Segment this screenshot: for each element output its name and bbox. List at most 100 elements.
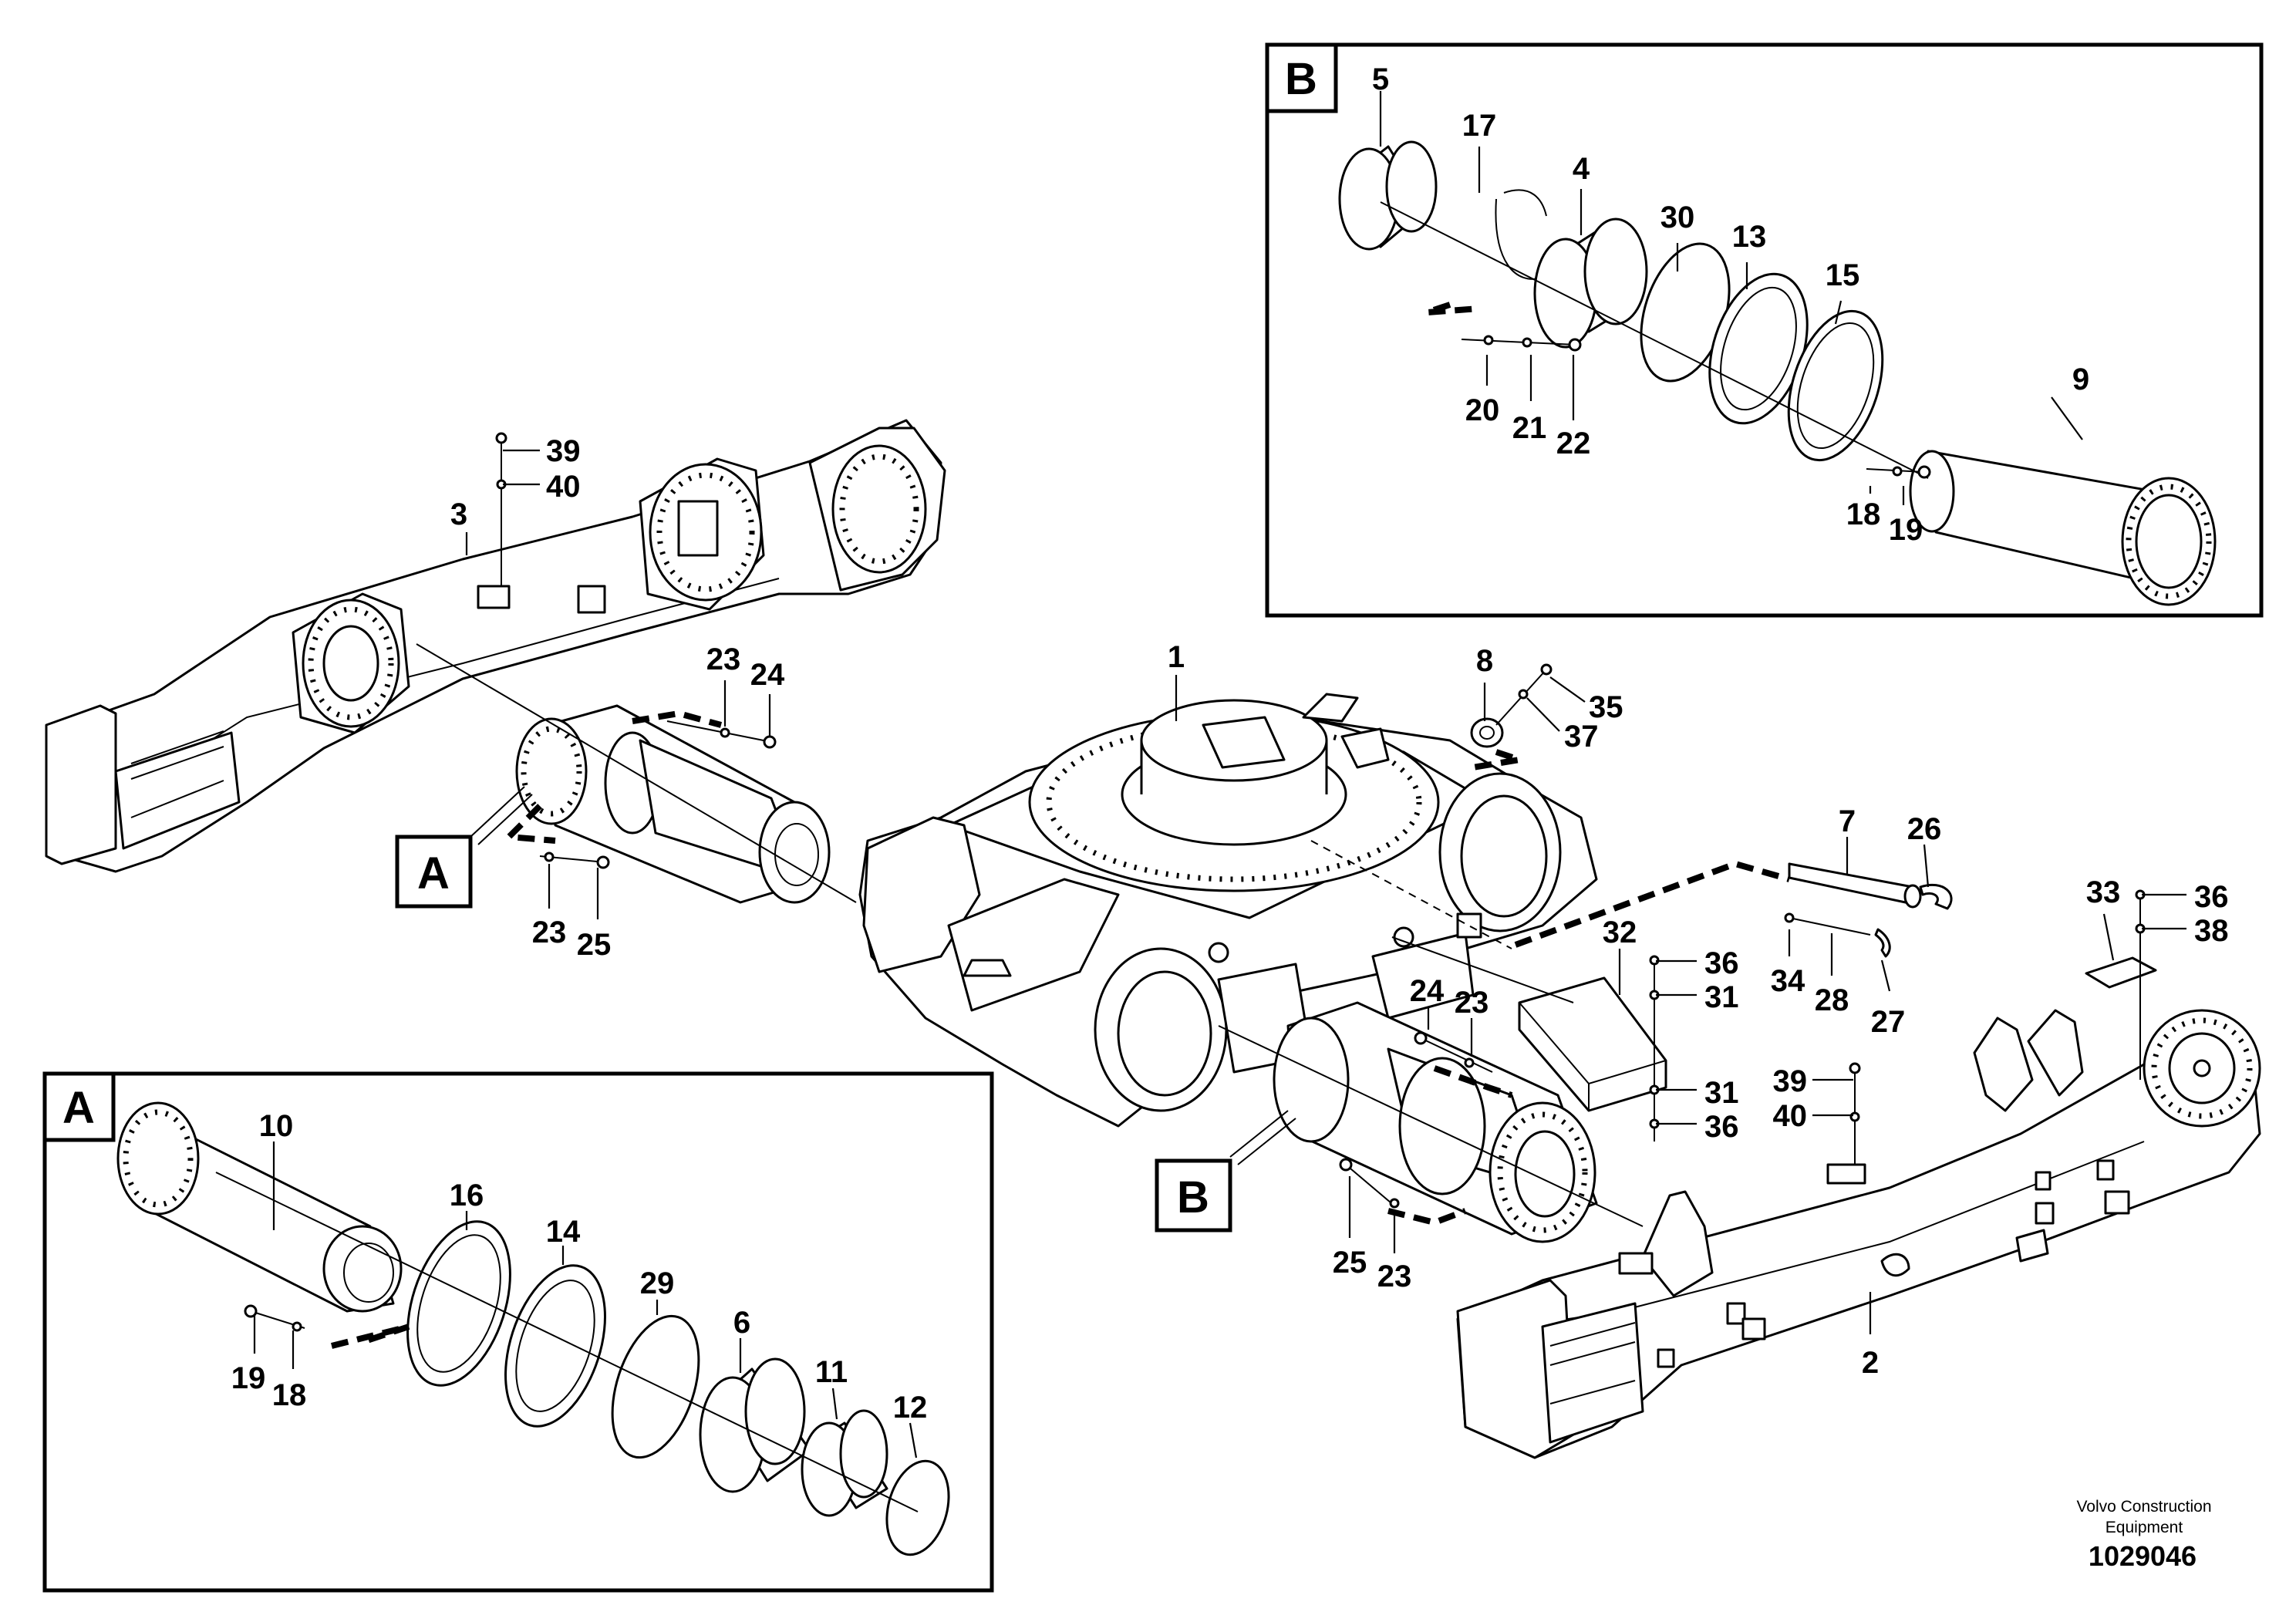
part-24-bolt-head-left [763,735,777,749]
callout-37: 37 [1564,720,1599,754]
part-1-car-body [858,693,1598,1128]
callout-17: 17 [1462,109,1497,143]
part-25-bolt-head-left [596,855,610,869]
left-dash-leader-bottom [502,804,556,844]
view-b-label-box [1155,1158,1232,1233]
part-15-plate [1787,309,1884,462]
part-18-washer [1892,466,1903,477]
callout-7: 7 [1839,804,1856,838]
callout-8: 8 [1476,644,1493,678]
part-22-bolt-head [1568,338,1582,352]
callout-14: 14 [546,1215,581,1249]
detail-a-dash-leader [331,1324,410,1349]
view-a-pointer [470,786,533,845]
part-37-washer [1518,689,1529,700]
detail-a-tag: A [62,1083,95,1133]
company-name-line2: Equipment [2106,1519,2183,1536]
left-dash-leader-top [632,710,723,728]
part-26-retainer [1919,883,1953,910]
part-40-washer-right [1849,1111,1860,1122]
part-32-leaders [1618,949,1697,1125]
part-16-plate [406,1220,511,1387]
pin-7-dash-leader [1514,860,1791,948]
callout-19-a: 19 [231,1361,266,1395]
callout-5: 5 [1372,62,1389,96]
callout-31-upper: 31 [1704,980,1739,1014]
callout-38: 38 [2194,914,2229,948]
callout-40: 40 [546,470,581,504]
right-top-leaders [1427,1007,1473,1057]
callout-13: 13 [1732,220,1767,254]
callout-31-lower: 31 [1704,1076,1739,1110]
callout-6: 6 [733,1306,750,1340]
footer: Volvo Construction Equipment 1029046 [2076,1498,2211,1572]
part-8-bushing [1470,717,1504,748]
right-axis-line [1218,1025,1644,1227]
detail-b-dash-leader [1425,302,1480,315]
part-11-sleeve [801,1409,888,1517]
part-23-washer-lower [544,851,555,862]
view-b-pointer [1229,1110,1296,1165]
part-27-retainer [1874,928,1891,958]
part-33-leaders [2102,893,2186,961]
detail-b-axis-line [1380,201,1929,479]
part-19-bolt-head [1917,465,1931,479]
part-14-shim-ring [504,1264,606,1428]
callout-20: 20 [1465,393,1500,427]
detail-b-leaders [1379,91,2083,505]
callout-11: 11 [815,1355,848,1389]
part-25-bolt-right [1345,1164,1397,1208]
detail-b-tag-box [1265,42,1338,113]
part-35-bolt-head [1540,663,1553,676]
part-33-plate [2085,956,2157,989]
part-34-bolt [1789,917,1871,936]
part-5-sleeve [1338,140,1438,251]
callout-25: 25 [577,928,612,962]
part-12-circlip [885,1459,950,1556]
part-8-dash-leader [1472,749,1521,771]
callout-9: 9 [2072,363,2089,396]
detail-a-axis-line [215,1172,919,1512]
part-19-bolt-head-a [244,1304,258,1318]
left-bottom-leaders [548,864,599,919]
callout-2: 2 [1862,1346,1879,1380]
part-4-bushing [1533,218,1648,349]
view-a-label-box [395,835,473,909]
callout-1: 1 [1168,640,1185,674]
callout-25-right: 25 [1333,1246,1367,1280]
callout-23-right-lower: 23 [1377,1259,1412,1293]
callout-27: 27 [1871,1005,1906,1039]
callout-39: 39 [546,434,581,468]
part-21-washer [1522,337,1532,348]
part-23-washer-right-lower [1389,1198,1400,1209]
callout-40-right: 40 [1773,1099,1808,1133]
part-18-washer-a [292,1321,302,1332]
callout-35: 35 [1589,690,1623,724]
part-29-o-ring [611,1314,700,1459]
part-32-axis-line [1391,936,1574,1003]
pin-7-leaders [1788,837,1930,992]
part-7-pin [1788,862,1922,909]
view-b-label: B [1177,1172,1209,1222]
part-6-bushing [699,1357,811,1493]
callout-23-right: 23 [1455,986,1489,1020]
callout-24-right: 24 [1410,974,1445,1008]
right-frame-bolt-leaders [1812,1078,1853,1117]
callout-3: 3 [450,497,467,531]
callout-30: 30 [1660,201,1695,234]
right-pin-assembly [1273,1001,1598,1243]
callout-28: 28 [1815,983,1849,1017]
callout-36-lower: 36 [1704,1110,1739,1144]
part-32-block [1518,976,1667,1112]
part-20-washer [1483,335,1494,346]
callout-39-right: 39 [1773,1064,1808,1098]
part-8-leaders [1483,676,1586,732]
part-25-bolt-head-right [1339,1158,1353,1172]
company-name-line1: Volvo Construction [2076,1498,2211,1516]
callout-12: 12 [893,1391,928,1425]
callout-18-a: 18 [272,1378,307,1412]
detail-a-leaders [253,1141,918,1458]
callout-34: 34 [1771,964,1805,998]
callout-32: 32 [1603,916,1637,949]
